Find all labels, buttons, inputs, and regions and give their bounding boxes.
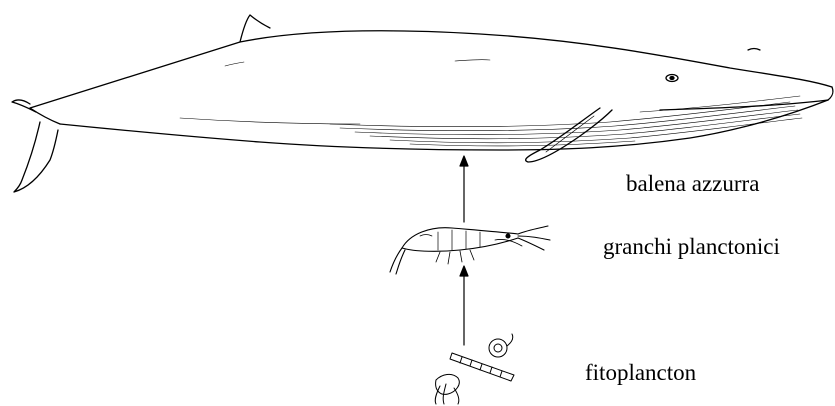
- krill-illustration: [390, 226, 550, 274]
- arrow-phyto-to-krill: [460, 266, 468, 345]
- label-blue-whale: balena azzurra: [626, 172, 759, 195]
- phytoplankton-illustration: [435, 334, 514, 404]
- blue-whale-illustration: [12, 15, 833, 192]
- label-krill: granchi planctonici: [603, 235, 780, 258]
- label-phytoplankton: fitoplancton: [585, 361, 696, 384]
- arrow-krill-to-whale: [460, 156, 468, 222]
